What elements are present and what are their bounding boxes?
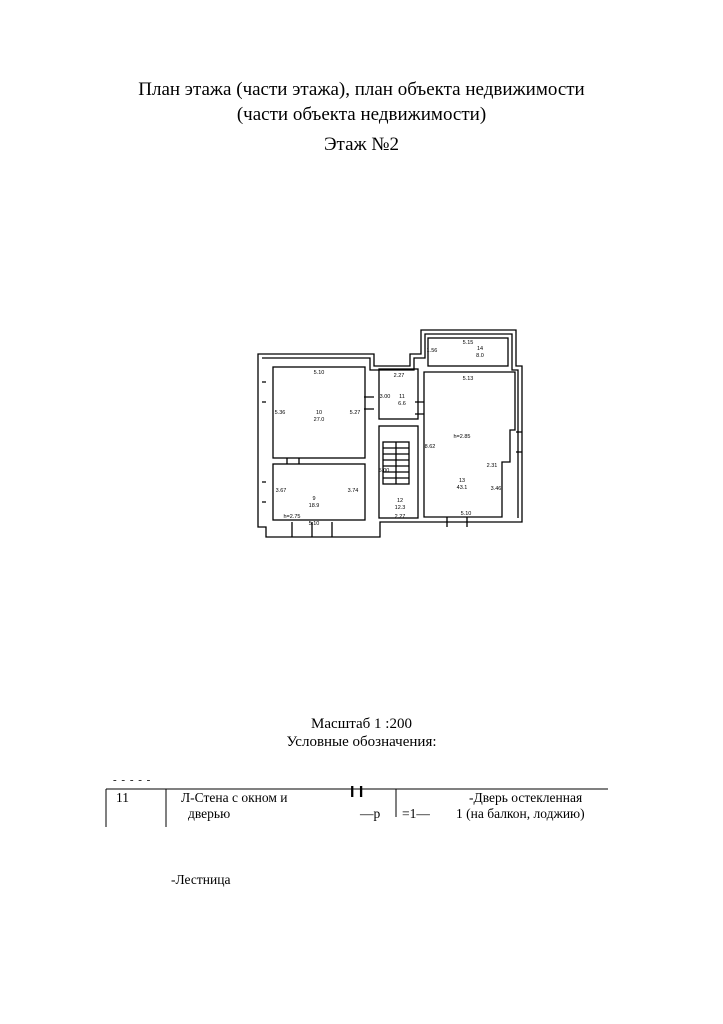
room-9-dim-bottom: 5.10: [309, 521, 320, 527]
room-13-height: h=2.85: [454, 434, 471, 440]
room-10-outline: [272, 366, 366, 459]
room-12-area: 12.3: [395, 505, 406, 511]
legend-door-sub-b: =1—: [402, 806, 430, 821]
room-11-dim-top: 2.27: [394, 373, 405, 379]
room-10-dim-right: 5.27: [350, 410, 361, 416]
room-9-area: 18.9: [309, 503, 320, 509]
document-title-line-2: (части объекта недвижимости): [236, 104, 487, 125]
legend-code: 11: [116, 790, 129, 805]
outer-wall: [257, 329, 523, 538]
room-10-dim-left: 5.36: [275, 410, 286, 416]
room-10-area: 27.0: [314, 417, 325, 423]
room-9-number: 9: [312, 496, 315, 502]
legend-dashes: - - - - -: [113, 774, 152, 786]
legend-stairs: -Лестница: [171, 872, 231, 887]
room-9-outline: [272, 463, 366, 521]
room-13-dim-top: 5.13: [463, 376, 474, 382]
room-13-dim-right: 3.46: [491, 486, 502, 492]
legend-door-sub-a: —р: [360, 806, 381, 821]
room-11-dim-side: 3.00: [380, 394, 391, 400]
room-14-dim-side: 1.56: [427, 348, 438, 354]
legend-glazed-door-2: 1 (на балкон, лоджию): [456, 806, 585, 821]
scale-label: Масштаб 1 :200: [311, 716, 412, 732]
room-12-outline: [378, 425, 419, 519]
room-9-dim-right: 3.74: [348, 488, 359, 494]
room-13-dim-bottom: 5.10: [461, 511, 472, 517]
room-10-dim-top: 5.10: [314, 370, 325, 376]
room-14-number: 14: [477, 346, 483, 352]
document-title-line-1: План этажа (части этажа), план объекта н…: [138, 79, 585, 100]
room-12-dim-bottom: 2.27: [395, 514, 406, 520]
room-12-dim-side: 5.00: [379, 468, 390, 474]
legend-wall-label-2: дверью: [188, 806, 231, 821]
room-11-number: 11: [399, 394, 405, 400]
legend-table-lines: [105, 788, 608, 827]
room-13-number: 13: [459, 478, 465, 484]
room-12-number: 12: [397, 498, 403, 504]
room-13-dim-side: 8.62: [425, 444, 436, 450]
room-11-area: 6.6: [398, 401, 406, 407]
room-9-dim-left: 3.67: [276, 488, 287, 494]
floor-number: Этаж №2: [323, 134, 400, 155]
room-10-number: 10: [316, 410, 322, 416]
room-9-height: h=2.75: [284, 514, 301, 520]
room-13-dim-step: 2.31: [487, 463, 498, 469]
legend-door-marks: I I: [350, 784, 364, 801]
room-11-outline: [378, 368, 419, 420]
legend-wall-label: Л-Стена с окном и: [181, 790, 288, 805]
legend-title: Условные обозначения:: [286, 734, 437, 750]
room-13-area: 43.1: [457, 485, 468, 491]
room-13-outline: [423, 371, 516, 518]
legend-glazed-door: -Дверь остекленная: [469, 790, 583, 805]
room-14-outline: [427, 337, 509, 367]
room-14-area: 8.0: [476, 353, 484, 359]
floor-plan: 5.10 5.36 5.27 10 27.0 3.67 3.74 9 18.9 …: [257, 329, 523, 538]
room-14-dim-top: 5.15: [463, 340, 474, 346]
